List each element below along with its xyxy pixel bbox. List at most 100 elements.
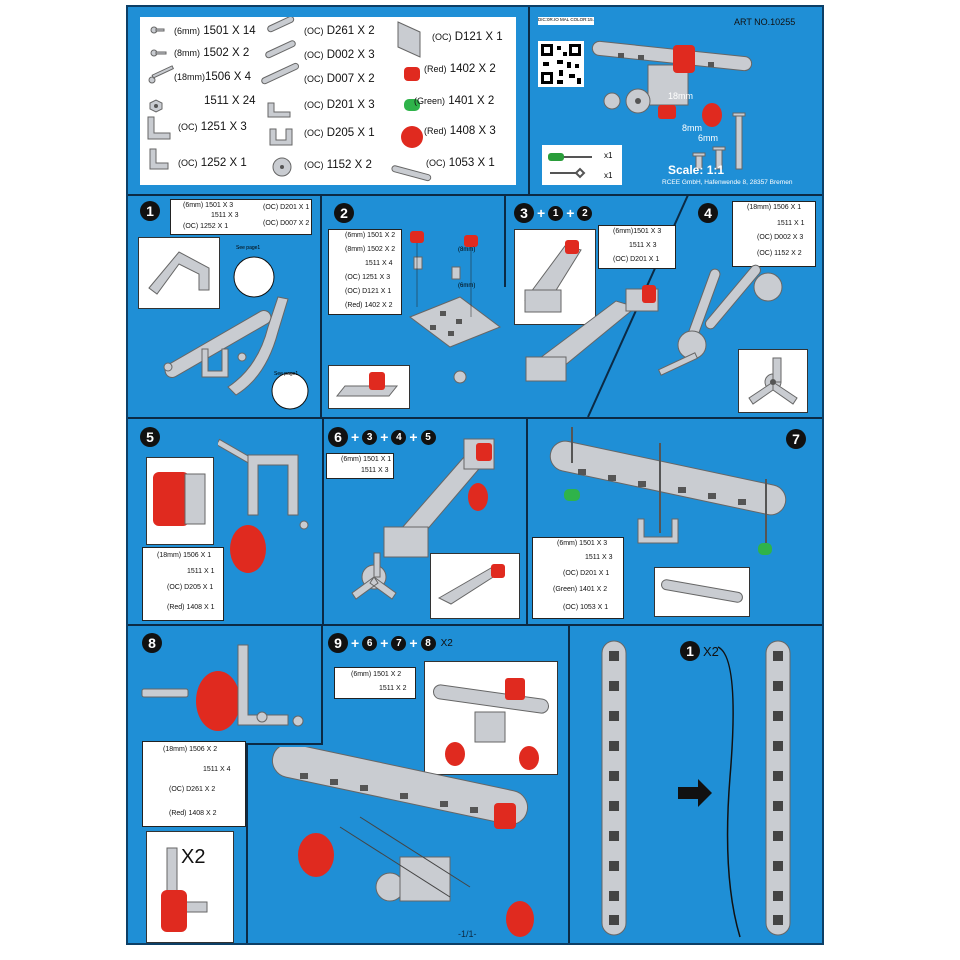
instruction-sheet: (6mm) 1501 X 14 (8mm) 1502 X 2 (18mm)150… [126, 5, 824, 945]
legend-code: 1408 X 3 [449, 125, 496, 137]
size-label-8mm: 8mm [682, 123, 702, 133]
step-4-photo [738, 349, 808, 413]
step-3-parts: (6mm)1501 X 3 1511 X 3 (OC) D201 X 1 [598, 225, 676, 269]
step-3-illustration [525, 285, 659, 382]
legend-code: D007 X 2 [326, 73, 375, 85]
divider [128, 194, 822, 196]
nut-icon [149, 99, 163, 113]
step-2-photo [328, 365, 410, 409]
step-3-badge: 3+ 1+ 2 [514, 203, 593, 223]
divider [322, 418, 324, 624]
bracket-icon [267, 102, 291, 118]
step-5-photo [146, 457, 214, 545]
address-line: RCEE GmbH, Hafenwende 8, 28357 Bremen [662, 179, 793, 186]
screwdriver-icon [548, 153, 592, 179]
legend-code: D201 X 3 [326, 99, 375, 111]
legend-code: 1401 X 2 [448, 95, 495, 107]
divider [246, 743, 248, 943]
step-9-illustration [271, 747, 534, 937]
size-label-6mm: 6mm [698, 133, 718, 143]
screw-8mm-icon [150, 49, 167, 57]
divider [321, 625, 323, 743]
divider [526, 418, 528, 624]
wrench-icon [550, 167, 586, 179]
strip-icon [267, 17, 295, 33]
step-6-illustration [351, 438, 495, 600]
quantity-multiplier: X2 [181, 846, 206, 868]
plate-icon [397, 21, 421, 58]
airplane-model-illustration [591, 40, 753, 127]
scale-label: Scale: 1:1 [668, 163, 725, 177]
screw-6mm-icon [150, 26, 165, 34]
divider [128, 624, 822, 626]
legend-code: 1511 X 24 [204, 95, 256, 107]
see-page-label: See page1 [236, 245, 261, 251]
legend-code: D205 X 1 [326, 127, 375, 139]
divider [128, 417, 822, 419]
parts-legend: (6mm) 1501 X 14 (8mm) 1502 X 2 (18mm)150… [140, 17, 516, 185]
flat-strip [601, 640, 627, 936]
green-peg-icon [404, 99, 420, 111]
step-2-illustration [408, 231, 502, 384]
step-7-parts: (6mm) 1501 X 3 1511 X 3 (OC) D201 X 1 (G… [532, 537, 624, 619]
arrow-right-icon [678, 779, 712, 807]
step-4-illustration [657, 264, 783, 376]
strip-icon [265, 40, 296, 59]
step-9-parts: (6mm) 1501 X 2 1511 X 2 [334, 667, 416, 699]
tool-qty: x1 [604, 171, 613, 180]
step-1-badge: 1 [140, 201, 160, 221]
step-4-badge: 4 [698, 203, 718, 223]
legend-code: D261 X 2 [326, 25, 375, 37]
step-5-illustration [218, 438, 309, 573]
screw-scale-illustration [692, 112, 746, 170]
legend-code: 1252 X 1 [200, 157, 247, 169]
step-2-badge: 2 [334, 203, 354, 223]
step-1-photo [138, 237, 220, 309]
step-5-badge: 5 [140, 427, 160, 447]
size-callout: (8mm) [458, 247, 476, 253]
see-page-label: See page1 [274, 371, 299, 377]
legend-code: 1402 X 2 [449, 63, 496, 75]
step-7-badge: 7 [786, 429, 806, 449]
legend-code: 1502 X 2 [203, 47, 250, 59]
see-page-callout [271, 372, 309, 410]
bent-strip [765, 640, 791, 936]
angle-bracket-icon [147, 116, 171, 140]
divider [320, 195, 322, 417]
step-8-illustration [141, 644, 304, 731]
divider [504, 195, 506, 287]
size-label-18mm: 18mm [668, 91, 694, 101]
step-8-photo: X2 [146, 831, 234, 943]
see-page-callout [233, 256, 275, 298]
divider [528, 7, 530, 194]
u-bracket-icon [269, 128, 293, 146]
size-callout: (6mm) [458, 283, 476, 289]
strip-bend-illustration [601, 640, 791, 938]
washer-icon [272, 157, 292, 177]
step-7-illustration [549, 427, 787, 555]
color-note: DIC:0R.IO MAL COLOR:15.1.369 [538, 17, 594, 25]
divider [568, 625, 570, 943]
strip-short-icon [391, 165, 432, 182]
legend-code: D121 X 1 [454, 31, 503, 43]
legend-part-icons [147, 17, 432, 182]
red-peg-icon [404, 67, 420, 81]
step-1-parts: (6mm) 1501 X 3 1511 X 3 (OC) 1252 X 1 (O… [170, 199, 312, 235]
art-number: ART NO.10255 [734, 17, 796, 27]
angle-bracket-small-icon [149, 148, 169, 170]
red-wheel-icon [401, 126, 423, 148]
header-panel: DIC:0R.IO MAL COLOR:15.1.369 ART NO.1025… [538, 17, 814, 187]
step-6-badge: 6+ 3+ 4+ 5 [328, 427, 436, 447]
qr-code-icon [538, 41, 584, 87]
strip-long-icon [261, 62, 300, 85]
step-8-parts: (18mm) 1506 X 2 1511 X 4 (OC) D261 X 2 (… [142, 741, 246, 827]
step-1-illustration [163, 256, 309, 410]
page-number: -1/1- [458, 929, 477, 939]
step-4-parts: (18mm) 1506 X 1 1511 X 1 (OC) D002 X 3 (… [732, 201, 816, 267]
step-2-parts: (6mm) 1501 X 2 (8mm) 1502 X 2 1511 X 4 (… [328, 229, 402, 315]
legend-code: 1053 X 1 [448, 157, 495, 169]
step-9-photo [424, 661, 558, 775]
legend-code: 1501 X 14 [203, 25, 256, 37]
tools-box: x1 x1 [542, 145, 622, 185]
step-8-badge: 8 [142, 633, 162, 653]
